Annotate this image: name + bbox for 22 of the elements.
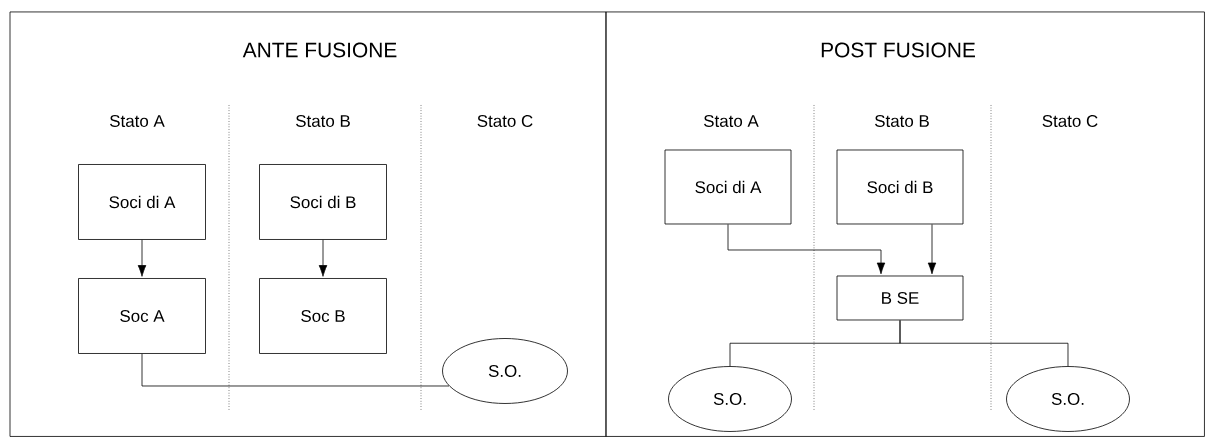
ellipse-node: S.O. bbox=[1006, 366, 1130, 432]
process-box: B SE bbox=[836, 275, 964, 321]
connector-line bbox=[141, 353, 450, 387]
column-heading: Stato C bbox=[1042, 115, 1098, 127]
arrow bbox=[727, 224, 886, 275]
column-heading: Stato B bbox=[875, 115, 929, 127]
process-box: Soci di A bbox=[664, 149, 792, 225]
ellipse-node: S.O. bbox=[668, 366, 792, 432]
connector-line bbox=[899, 320, 1069, 367]
arrow bbox=[318, 239, 328, 277]
column-heading: Stato C bbox=[477, 115, 533, 127]
arrow bbox=[927, 224, 937, 275]
column-heading: Stato A bbox=[704, 115, 759, 127]
process-box: Soci di A bbox=[78, 164, 206, 240]
process-box: Soc A bbox=[78, 278, 206, 354]
process-box: Soci di B bbox=[259, 164, 387, 240]
column-heading: Stato A bbox=[110, 115, 165, 127]
process-box: Soci di B bbox=[836, 149, 964, 225]
arrow bbox=[137, 239, 147, 277]
ellipse-node: S.O. bbox=[442, 338, 568, 404]
process-box: Soc B bbox=[259, 278, 387, 354]
column-heading: Stato B bbox=[296, 115, 350, 127]
